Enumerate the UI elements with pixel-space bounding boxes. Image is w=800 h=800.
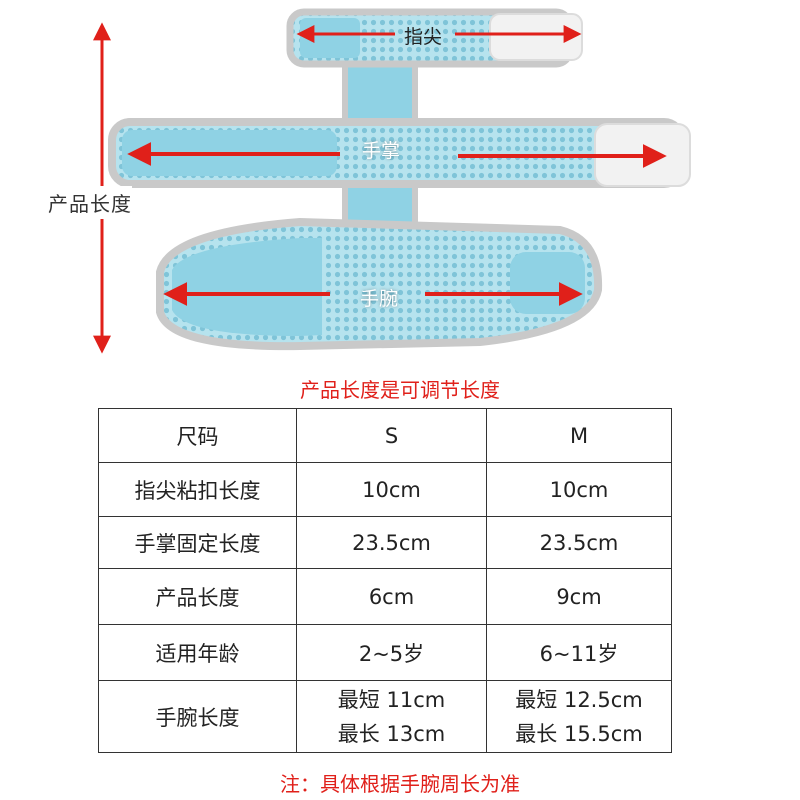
header-m: M (486, 408, 672, 463)
note-caption: 注：具体根据手腕周长为准 (280, 772, 520, 796)
s-wrist-min: 最短 11cm (337, 687, 446, 712)
table-row: 指尖粘扣长度 10cm 10cm (98, 462, 672, 517)
cell-s-wrist: 最短 11cm 最长 13cm (296, 680, 487, 753)
cell-s: 2~5岁 (296, 624, 487, 681)
wrist-strap (156, 217, 603, 351)
table-row: 适用年龄 2~5岁 6~11岁 (98, 624, 672, 681)
row-label: 适用年龄 (98, 624, 297, 681)
header-size: 尺码 (98, 408, 297, 463)
fingertip-strap (286, 8, 583, 68)
cell-m-wrist: 最短 12.5cm 最长 15.5cm (486, 680, 672, 753)
cell-m: 10cm (486, 462, 672, 517)
cell-s: 23.5cm (296, 516, 487, 569)
wrist-label: 手腕 (360, 288, 399, 310)
cell-m: 9cm (486, 568, 672, 625)
row-label: 手掌固定长度 (98, 516, 297, 569)
row-label: 指尖粘扣长度 (98, 462, 297, 517)
fingertip-label: 指尖 (404, 26, 443, 48)
m-wrist-min: 最短 12.5cm (515, 687, 643, 712)
product-illustration (93, 8, 691, 354)
cell-m: 23.5cm (486, 516, 672, 569)
cell-s: 6cm (296, 568, 487, 625)
product-length-label: 产品长度 (48, 186, 132, 219)
table-row: 产品长度 6cm 9cm (98, 568, 672, 625)
size-table: 尺码 S M 指尖粘扣长度 10cm 10cm 手掌固定长度 23.5cm 23… (98, 408, 672, 753)
header-s: S (296, 408, 487, 463)
palm-strap (108, 118, 691, 188)
m-wrist-max: 最长 15.5cm (515, 721, 643, 746)
palm-label: 手掌 (362, 140, 401, 162)
row-label: 手腕长度 (98, 680, 297, 753)
row-label: 产品长度 (98, 568, 297, 625)
table-row: 手掌固定长度 23.5cm 23.5cm (98, 516, 672, 569)
s-wrist-max: 最长 13cm (337, 721, 446, 746)
table-header-row: 尺码 S M (98, 408, 672, 463)
cell-s: 10cm (296, 462, 487, 517)
cell-m: 6~11岁 (486, 624, 672, 681)
adjustable-caption: 产品长度是可调节长度 (300, 378, 500, 402)
table-row-wrist: 手腕长度 最短 11cm 最长 13cm 最短 12.5cm 最长 15.5cm (98, 680, 672, 753)
